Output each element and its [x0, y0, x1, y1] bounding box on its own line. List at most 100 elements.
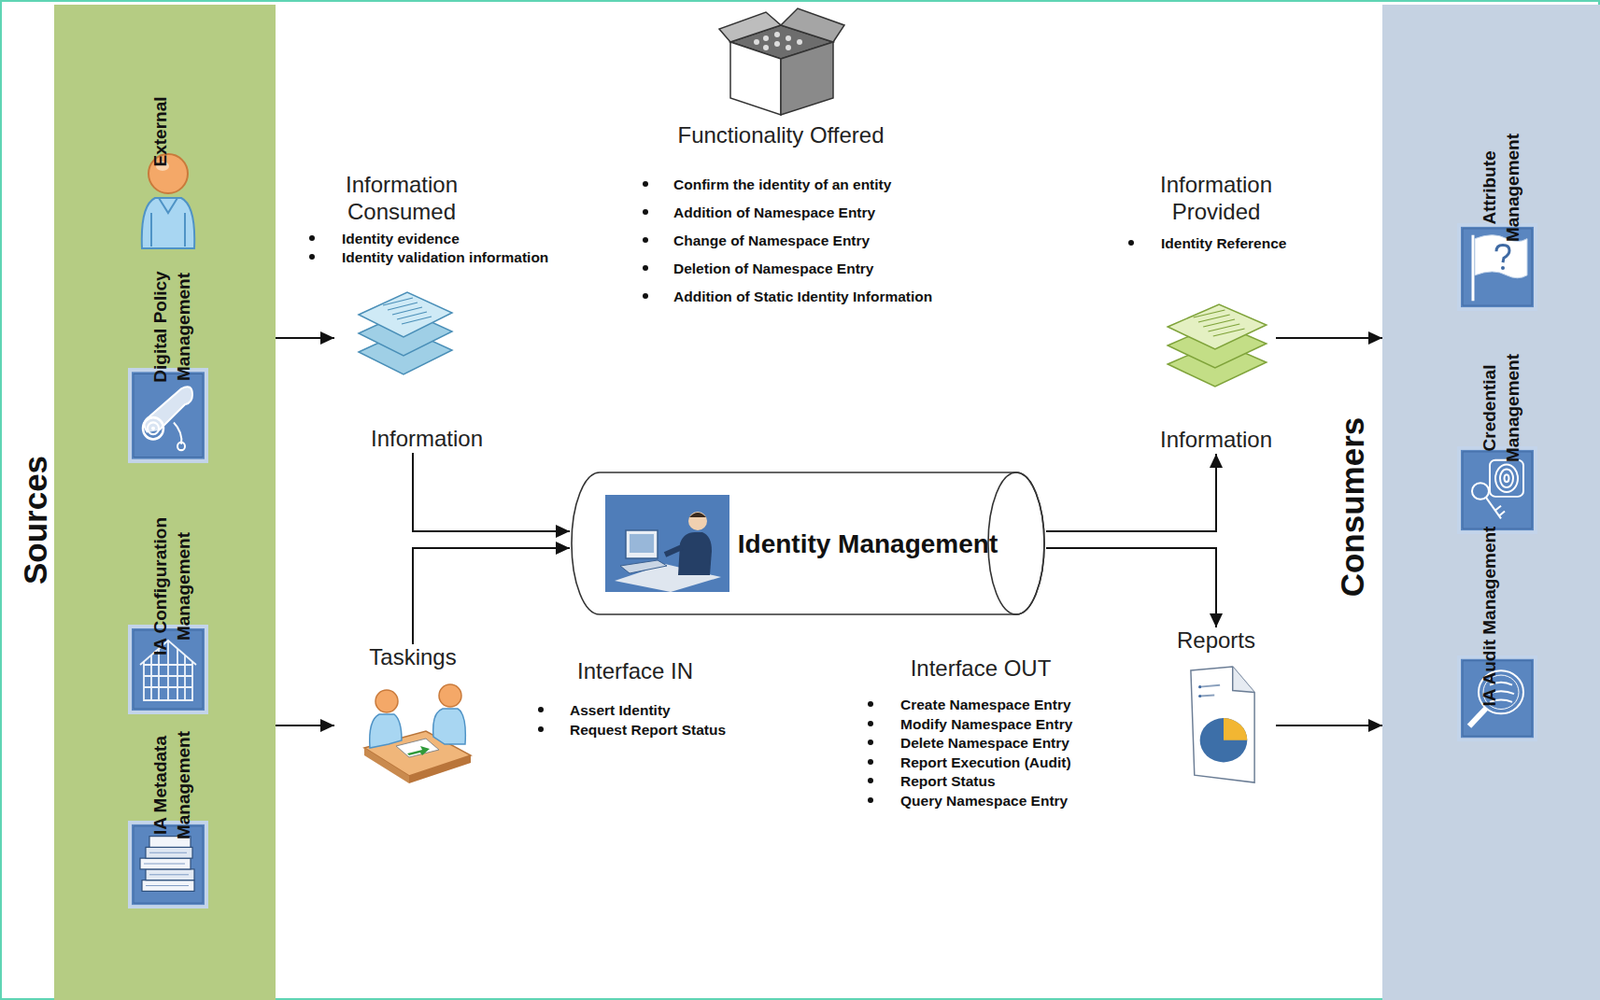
bullet-item: Report Execution (Audit) [867, 753, 1072, 772]
information-group: Information [1156, 295, 1276, 454]
bullet-text: Deletion of Namespace Entry [673, 259, 874, 278]
bullet-dot [867, 759, 874, 765]
flow-arrow [412, 453, 570, 532]
bullet-text: Change of Namespace Entry [673, 231, 870, 250]
bullet-item: Addition of Static Identity Information [642, 287, 933, 306]
bullet-dot [642, 293, 649, 299]
flow-arrow [412, 548, 570, 645]
bullet-dot [867, 721, 874, 727]
bullet-dot [538, 726, 544, 733]
bullet-item: Assert Identity [538, 701, 671, 720]
bullet-text: Report Status [900, 772, 996, 791]
bullet-dot [309, 235, 315, 241]
flow-arrow [1046, 453, 1217, 532]
node-label: Taskings [368, 644, 456, 672]
identity-cylinder: Identity Management [569, 471, 1047, 616]
bullet-text: Identity Reference [1161, 234, 1287, 253]
heading-text: Interface OUT [868, 655, 1093, 683]
bullet-dot [309, 254, 315, 260]
bullet-text: Report Execution (Audit) [900, 753, 1072, 772]
taskings-group: Taskings [334, 644, 492, 794]
section-heading: Interface IN [532, 658, 738, 686]
source-item: IA Configuration Management [76, 567, 260, 718]
bullet-dot [867, 797, 874, 804]
bullet-text: Addition of Static Identity Information [673, 287, 933, 306]
idm-icon [605, 495, 730, 593]
source-band: SourcesExternalDigital Policy Management… [54, 4, 276, 1000]
docGreen-icon [1163, 300, 1271, 395]
heading-text: Information Provided [1136, 171, 1296, 227]
bullet-text: Modify Namespace Entry [900, 715, 1073, 734]
bullet-text: Addition of Namespace Entry [673, 203, 876, 222]
heading-text: Functionality Offered [622, 122, 940, 150]
bullet-text: Delete Namespace Entry [900, 734, 1070, 752]
bullet-dot [867, 701, 874, 708]
consumer-item: Credential Management [1405, 389, 1589, 532]
node-label: Digital Policy Management [149, 235, 187, 419]
bullet-dot [1128, 240, 1134, 246]
node-label: IA Audit Management [1478, 524, 1516, 708]
bullet-dot [642, 181, 649, 187]
bullet-item: Change of Namespace Entry [642, 231, 870, 250]
bullet-item: Report Status [867, 772, 996, 791]
node-label: Identity Management [737, 527, 998, 561]
bullet-text: Confirm the identity of an entity [673, 175, 892, 194]
flow-arrow [275, 337, 335, 340]
consumer-item: Attribute Management [1405, 169, 1589, 310]
section-heading: Functionality Offered [622, 122, 940, 150]
source-item: Digital Policy Management [76, 308, 260, 468]
bullet-text: Identity validation information [341, 248, 549, 267]
bullet-dot [642, 209, 649, 215]
flow-arrow [1275, 337, 1383, 340]
bullet-item: Modify Namespace Entry [867, 715, 1073, 734]
bullet-text: Query Namespace Entry [900, 792, 1068, 810]
heading-text: Interface IN [532, 658, 738, 686]
bullet-item: Identity Reference [1128, 234, 1287, 253]
bullet-item: Identity evidence [309, 229, 460, 248]
bullet-dot [642, 265, 649, 271]
reports-icon [1187, 665, 1259, 787]
section-heading: Interface OUT [868, 655, 1093, 683]
bullet-item: Confirm the identity of an entity [642, 175, 892, 194]
band-title: Sources [16, 417, 55, 624]
section-heading: Information Provided [1136, 171, 1296, 227]
node-label: Information [370, 425, 483, 454]
node-label: IA Configuration Management [149, 495, 187, 679]
section-heading: Information Consumed [322, 171, 482, 227]
heading-text: Information Consumed [322, 171, 482, 227]
information-group: Information [334, 284, 520, 454]
bullet-dot [538, 707, 544, 713]
node-label: External [149, 40, 187, 224]
docBlue-icon [354, 288, 456, 383]
bullet-text: Assert Identity [569, 701, 671, 720]
consumer-band: ConsumersAttribute ManagementCredential … [1382, 4, 1600, 1000]
reports-group: Reports [1156, 627, 1276, 789]
node-label: Attribute Management [1478, 96, 1516, 280]
bullet-item: Deletion of Namespace Entry [642, 259, 874, 278]
bullet-item: Request Report Status [538, 721, 726, 739]
node-label: Reports [1176, 627, 1256, 655]
finger-icon [1456, 445, 1539, 536]
bullet-dot [867, 739, 874, 746]
bullet-text: Create Namespace Entry [900, 695, 1072, 714]
flow-arrow [1046, 548, 1217, 628]
bullet-item: Delete Namespace Entry [867, 734, 1070, 752]
bullet-item: Create Namespace Entry [867, 695, 1072, 714]
source-item: External [76, 113, 260, 254]
bullet-dot [867, 778, 874, 784]
bullet-item: Query Namespace Entry [867, 792, 1068, 810]
flow-arrow [1275, 724, 1383, 727]
band-title: Consumers [1333, 404, 1372, 610]
taskings-icon [360, 679, 475, 792]
bullet-item: Addition of Namespace Entry [642, 203, 876, 222]
node-label: Credential Management [1478, 316, 1516, 500]
node-label: IA Metadata Management [149, 693, 187, 878]
bullet-dot [642, 237, 649, 243]
bullet-text: Request Report Status [569, 721, 726, 739]
bullet-text: Identity evidence [341, 229, 460, 248]
flow-arrow [275, 724, 335, 727]
source-item: IA Metadata Management [76, 766, 260, 909]
bullet-item: Identity validation information [309, 248, 549, 267]
consumer-item: IA Audit Management [1405, 597, 1589, 740]
